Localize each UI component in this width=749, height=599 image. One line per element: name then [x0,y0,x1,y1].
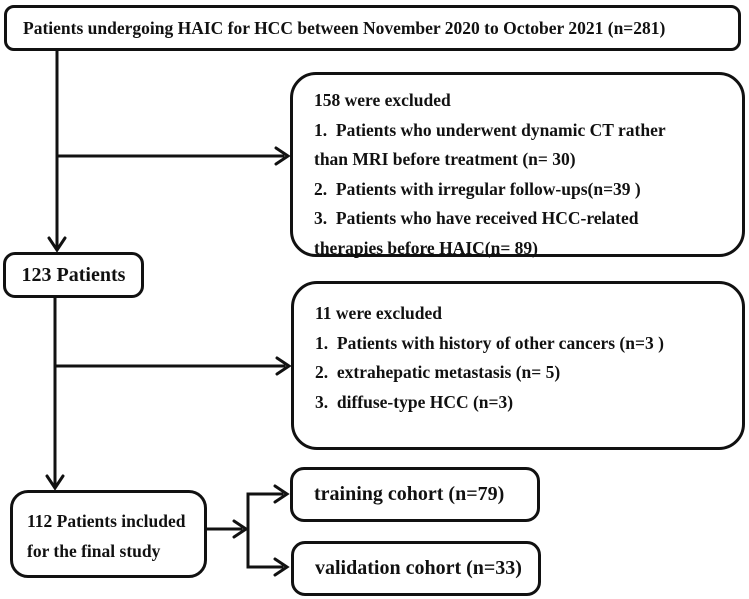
arrowhead-right-3 [232,519,249,539]
top-box: Patients undergoing HAIC for HCC between… [4,5,741,51]
validation-cohort-label: validation cohort (n=33) [315,557,522,579]
arrowhead-right-4 [273,484,290,504]
arrowhead-down-1 [47,236,67,253]
top-box-label: Patients undergoing HAIC for HCC between… [23,17,666,38]
training-cohort-label: training cohort (n=79) [314,483,505,505]
exclusion1-line-3: than MRI before treatment (n= 30) [314,149,576,169]
validation-cohort-box: validation cohort (n=33) [291,541,541,596]
exclusion2-line-4: 3. diffuse-type HCC (n=3) [315,391,514,412]
exclusion-box-1: 158 were excluded 1. Patients who underw… [290,72,745,258]
exclusion1-line-6: therapies before HAIC(n= 89) [314,237,538,258]
patients-112-line-1: 112 Patients included [27,511,186,531]
exclusion1-line-1: 158 were excluded [314,90,451,110]
patients-112-box: 112 Patients included for the final stud… [10,490,207,578]
exclusion-box-2: 11 were excluded 1. Patients with histor… [291,281,745,450]
exclusion1-line-4: 2. Patients with irregular follow-ups(n=… [314,178,641,199]
arrowhead-right-5 [273,557,290,577]
arrowhead-right-2 [275,356,292,376]
arrowhead-down-2 [45,474,65,491]
arrowhead-right-1 [274,146,291,166]
patients-112-line-2: for the final study [27,541,161,561]
exclusion2-line-1: 11 were excluded [315,303,443,323]
exclusion2-line-2: 1. Patients with history of other cancer… [315,332,664,353]
exclusion1-line-5: 3. Patients who have received HCC-relate… [314,208,639,228]
training-cohort-box: training cohort (n=79) [290,467,540,522]
patients-123-label: 123 Patients [21,263,126,286]
exclusion1-line-2: 1. Patients who underwent dynamic CT rat… [314,119,666,140]
exclusion2-line-3: 2. extrahepatic metastasis (n= 5) [315,362,561,382]
patients-123-box: 123 Patients [3,252,144,298]
